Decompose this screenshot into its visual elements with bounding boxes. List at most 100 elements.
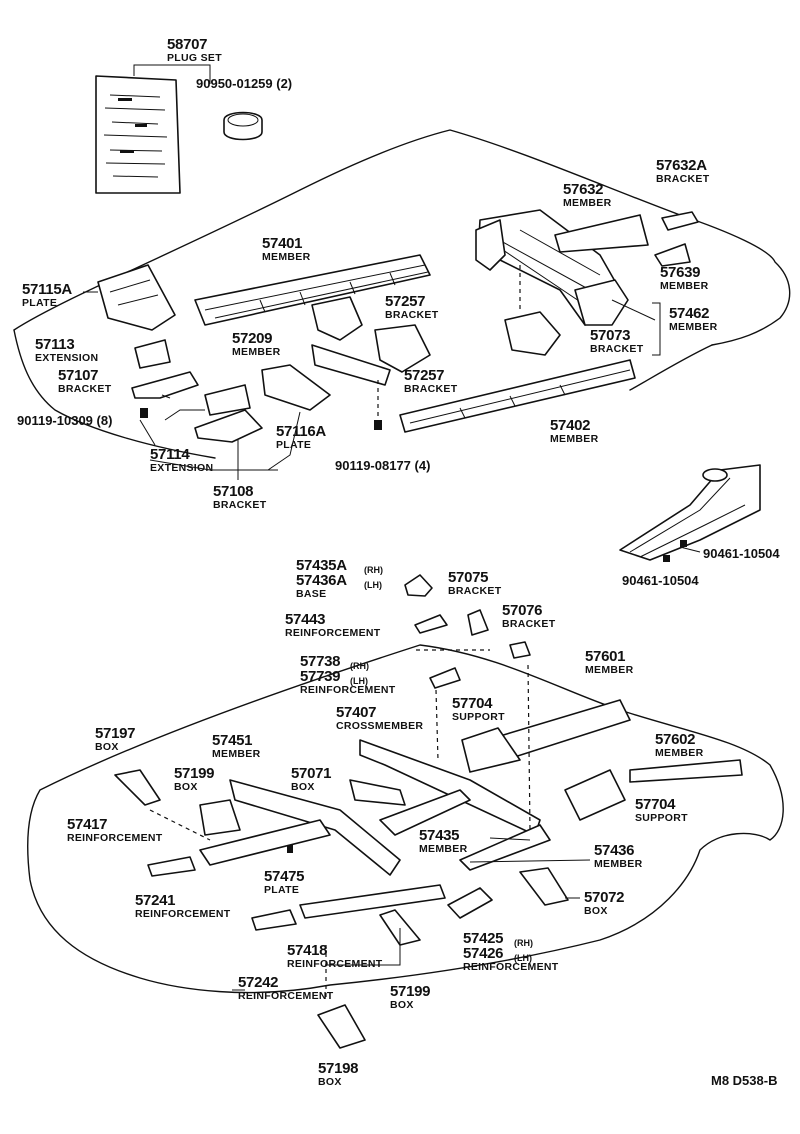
part-number: 57639: [660, 264, 701, 281]
label-90119-08177: 90119-08177 (4): [335, 458, 430, 474]
inset-frame-rail-icon: [619, 464, 761, 561]
label-57425: 57425: [463, 930, 504, 947]
part-number: 57739: [300, 668, 341, 685]
side-suffix: (RH): [350, 661, 369, 671]
part-number: 57435A: [296, 557, 347, 574]
crossmember-57407-icon: [359, 739, 541, 836]
part-number: 57436A: [296, 572, 347, 589]
member-57451-icon: [229, 779, 401, 876]
part-number: 57197: [95, 725, 136, 742]
reinforcement-57738-icon: [429, 667, 461, 689]
part-number: 57113: [35, 336, 75, 353]
part-number: 57704: [635, 796, 676, 813]
part-name: MEMBER: [669, 321, 718, 333]
part-name: SUPPORT: [452, 711, 505, 723]
part-name: BOX: [390, 999, 414, 1011]
part-number: 57401: [262, 235, 303, 252]
member-57402-icon: [399, 359, 636, 433]
part-name: MEMBER: [232, 346, 281, 358]
reinforcement-57242-icon: [251, 909, 297, 931]
part-name: BRACKET: [656, 173, 710, 185]
part-name: BOX: [318, 1076, 342, 1088]
upper-body-outline: [13, 129, 791, 346]
bracket-57257b-icon: [374, 324, 431, 373]
part-name: BRACKET: [213, 499, 267, 511]
part-number: 57114: [150, 446, 190, 463]
part-name: BRACKET: [502, 618, 556, 630]
part-name: MEMBER: [563, 197, 612, 209]
part-number: 57425: [463, 930, 504, 947]
label-90950: 90950-01259 (2): [196, 76, 292, 92]
support-57704b-icon: [564, 769, 626, 821]
reinforcement-57241-icon: [147, 856, 196, 877]
part-name: EXTENSION: [35, 352, 99, 364]
part-number: 57257: [385, 293, 426, 310]
part-number: 57209: [232, 330, 273, 347]
part-name: BOX: [174, 781, 198, 793]
part-number: 57451: [212, 732, 253, 749]
part-number: 57198: [318, 1060, 359, 1077]
bracket-57076-icon: [509, 641, 531, 659]
part-name: BASE: [296, 588, 327, 600]
member-57401-icon: [194, 254, 431, 326]
member-57436-icon: [459, 824, 551, 871]
box-57072-icon: [519, 867, 569, 906]
part-name: REINFORCEMENT: [300, 684, 396, 696]
part-number: 57072: [584, 889, 625, 906]
part-name: BRACKET: [404, 383, 458, 395]
label-57738-suffix: (RH): [348, 657, 369, 673]
member-57209-icon: [311, 344, 391, 386]
part-name: REINFORCEMENT: [135, 908, 231, 920]
part-number: 90119-10309 (8): [17, 413, 113, 428]
part-number: 57407: [336, 704, 377, 721]
side-suffix: (RH): [364, 565, 383, 575]
part-number: 57738: [300, 653, 341, 670]
part-number: 57199: [174, 765, 215, 782]
rear-member-assembly-icon: [475, 209, 699, 356]
bracket-57075-icon: [467, 609, 489, 636]
extension-57114-icon: [204, 384, 251, 416]
base-57435a-icon: [404, 574, 433, 597]
part-name: BRACKET: [448, 585, 502, 597]
part-name: MEMBER: [419, 843, 468, 855]
part-name: BOX: [95, 741, 119, 753]
part-name: REINFORCEMENT: [463, 961, 559, 973]
part-number: 57426: [463, 945, 504, 962]
part-number: 57602: [655, 731, 696, 748]
bracket-57107-icon: [131, 371, 199, 399]
bracket-57257a-icon: [311, 296, 363, 341]
label-90461-a: 90461-10504: [703, 546, 780, 562]
part-name: EXTENSION: [150, 462, 214, 474]
part-name: REINFORCEMENT: [287, 958, 383, 970]
box-57199b-icon: [379, 909, 421, 946]
part-name: PLUG SET: [167, 52, 222, 64]
member-57602-icon: [629, 759, 743, 783]
reinforcement-57425-icon: [447, 887, 493, 919]
part-name: BOX: [291, 781, 315, 793]
